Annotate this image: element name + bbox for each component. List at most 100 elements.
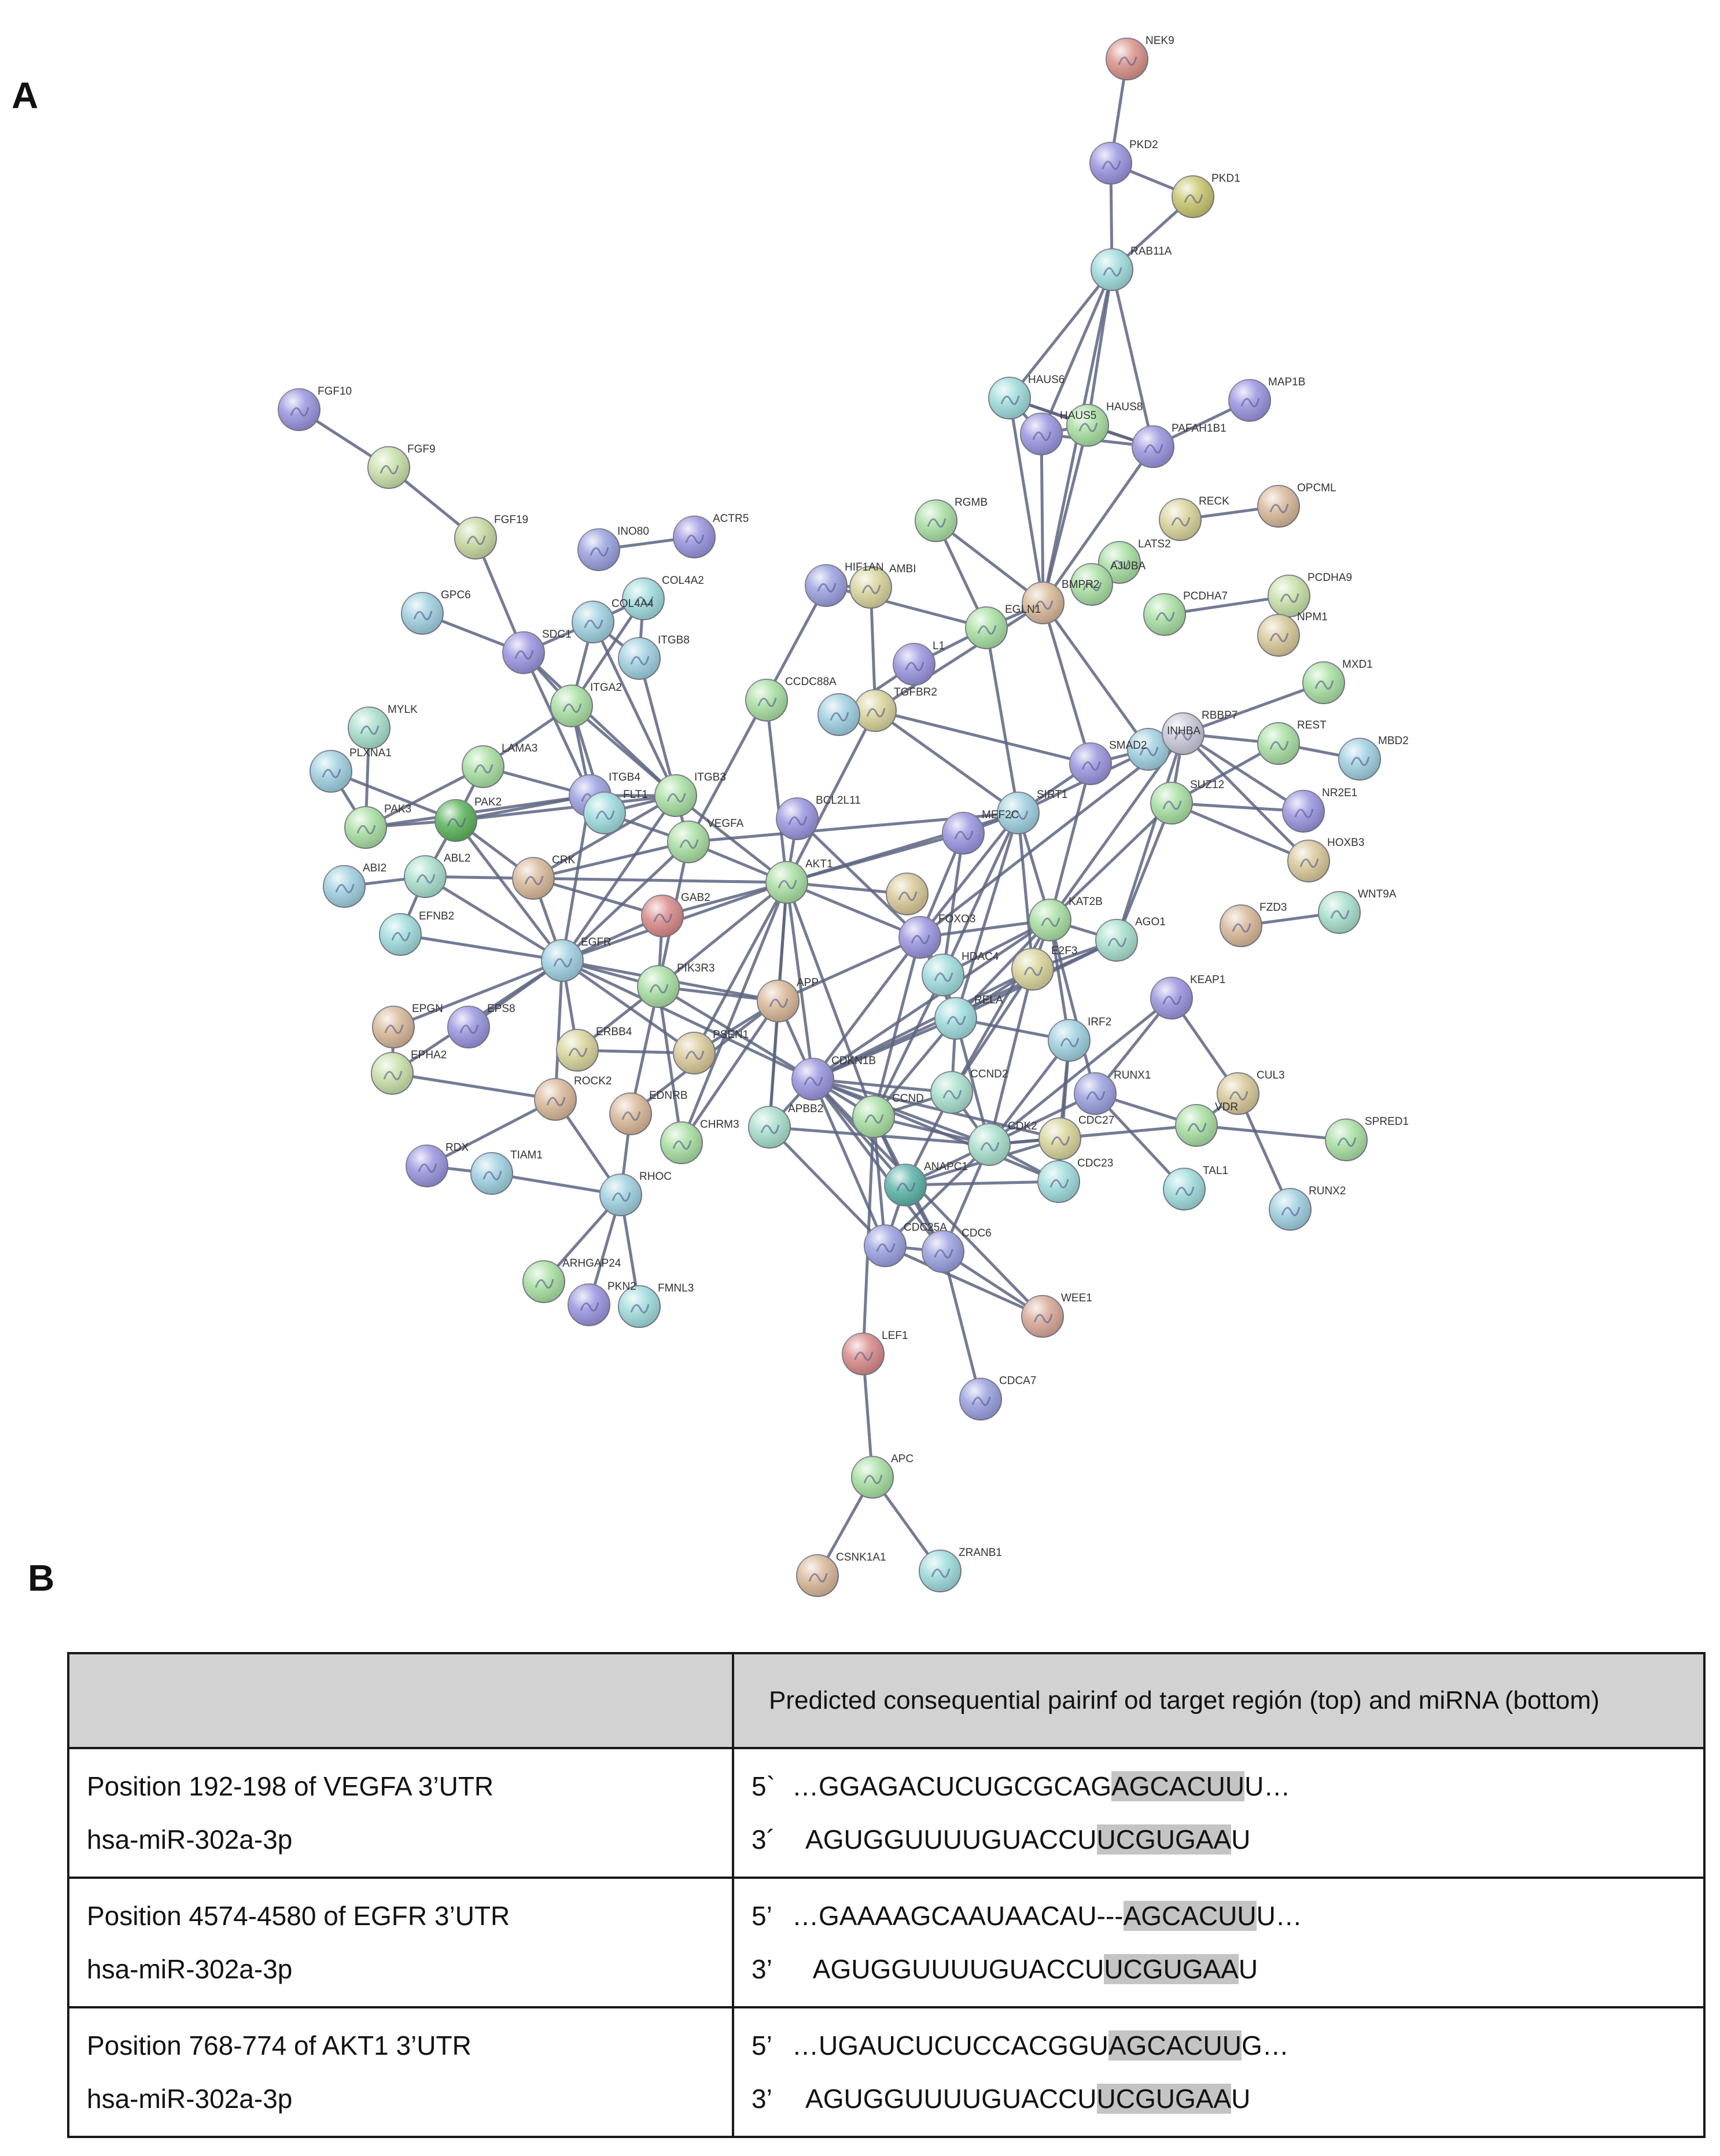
node-wee1[interactable] bbox=[1021, 1295, 1064, 1338]
node-kat2b[interactable] bbox=[1029, 899, 1071, 941]
node-node_x[interactable] bbox=[817, 693, 860, 736]
node-ccnd2[interactable] bbox=[930, 1071, 973, 1114]
node-fgf9[interactable] bbox=[367, 446, 410, 489]
node-flt1[interactable] bbox=[583, 792, 626, 834]
node-plxna1[interactable] bbox=[310, 750, 352, 793]
node-col4a4[interactable] bbox=[572, 601, 614, 643]
node-haus8[interactable] bbox=[1066, 404, 1109, 447]
node-app[interactable] bbox=[757, 980, 800, 1022]
node-haus5[interactable] bbox=[1020, 413, 1063, 455]
node-pak2[interactable] bbox=[434, 799, 477, 842]
node-cdc25a[interactable] bbox=[864, 1224, 907, 1267]
node-bcl2l11[interactable] bbox=[776, 797, 819, 840]
node-vhl[interactable] bbox=[893, 643, 935, 686]
node-zranb1[interactable] bbox=[919, 1550, 962, 1592]
node-rock2[interactable] bbox=[534, 1078, 577, 1121]
node-epha2[interactable] bbox=[371, 1052, 414, 1095]
node-cdca7[interactable] bbox=[959, 1378, 1002, 1421]
node-keap1[interactable] bbox=[1150, 977, 1193, 1020]
node-node_y[interactable] bbox=[886, 873, 929, 915]
node-fgf10[interactable] bbox=[278, 388, 321, 431]
node-ino80[interactable] bbox=[577, 528, 620, 571]
node-fzd3[interactable] bbox=[1220, 904, 1262, 947]
node-abi2[interactable] bbox=[323, 865, 366, 908]
node-smad2[interactable] bbox=[1069, 742, 1112, 785]
node-arhgap24[interactable] bbox=[522, 1260, 565, 1303]
node-vdr[interactable] bbox=[1175, 1104, 1218, 1147]
node-pcdha7[interactable] bbox=[1143, 593, 1186, 636]
node-mylk[interactable] bbox=[348, 707, 391, 749]
node-anapc1[interactable] bbox=[884, 1164, 927, 1206]
node-rab11a[interactable] bbox=[1091, 248, 1133, 291]
node-map1b[interactable] bbox=[1228, 379, 1271, 422]
node-actr5[interactable] bbox=[673, 516, 716, 558]
node-apc[interactable] bbox=[851, 1456, 894, 1499]
node-pkd1[interactable] bbox=[1172, 175, 1214, 218]
node-inhba[interactable] bbox=[1127, 728, 1170, 771]
node-ago1[interactable] bbox=[1095, 919, 1138, 962]
node-rhoc[interactable] bbox=[599, 1173, 642, 1216]
node-runx2[interactable] bbox=[1269, 1188, 1312, 1231]
node-col4a2[interactable] bbox=[622, 577, 665, 620]
node-ambi[interactable] bbox=[849, 566, 892, 609]
node-rdx[interactable] bbox=[406, 1145, 448, 1187]
node-abl2[interactable] bbox=[404, 855, 447, 898]
node-vegfa[interactable] bbox=[667, 821, 710, 863]
node-pkd2[interactable] bbox=[1089, 142, 1132, 185]
node-hdac4[interactable] bbox=[922, 954, 964, 996]
node-spred1[interactable] bbox=[1325, 1119, 1368, 1161]
node-irf2[interactable] bbox=[1048, 1019, 1091, 1062]
node-e2f3[interactable] bbox=[1011, 948, 1054, 991]
node-tgfbr2[interactable] bbox=[854, 689, 897, 732]
node-crk[interactable] bbox=[512, 857, 555, 900]
node-haus6[interactable] bbox=[988, 377, 1031, 420]
node-rest[interactable] bbox=[1257, 722, 1300, 765]
node-ajuba[interactable] bbox=[1070, 563, 1113, 606]
node-fgf19[interactable] bbox=[454, 517, 497, 560]
node-ednrb[interactable] bbox=[609, 1092, 652, 1135]
node-tiam1[interactable] bbox=[470, 1152, 513, 1195]
node-sirt1[interactable] bbox=[997, 792, 1040, 834]
node-cdc6[interactable] bbox=[922, 1230, 964, 1273]
node-bmpr2[interactable] bbox=[1022, 582, 1065, 624]
node-cul3[interactable] bbox=[1217, 1072, 1259, 1115]
node-mef2c[interactable] bbox=[942, 812, 985, 855]
node-ccnd1[interactable] bbox=[852, 1095, 895, 1138]
node-itga2[interactable] bbox=[550, 685, 593, 727]
node-cdc27[interactable] bbox=[1038, 1117, 1081, 1160]
node-sdc1[interactable] bbox=[502, 631, 545, 674]
node-eps8[interactable] bbox=[447, 1006, 490, 1048]
node-apbb2[interactable] bbox=[748, 1106, 791, 1149]
node-nr2e1[interactable] bbox=[1282, 790, 1325, 833]
node-suz12[interactable] bbox=[1150, 782, 1193, 825]
node-reck[interactable] bbox=[1159, 498, 1202, 541]
node-hif1an[interactable] bbox=[805, 564, 848, 607]
node-itgb3[interactable] bbox=[654, 774, 697, 817]
node-egln1[interactable] bbox=[965, 606, 1008, 649]
node-pcdha9[interactable] bbox=[1268, 575, 1310, 617]
node-runx1[interactable] bbox=[1074, 1072, 1117, 1115]
node-wnt9a[interactable] bbox=[1318, 891, 1361, 934]
node-itgb8[interactable] bbox=[618, 637, 661, 680]
node-epgn[interactable] bbox=[372, 1006, 415, 1048]
node-fmnl3[interactable] bbox=[618, 1285, 661, 1328]
node-csnk1a1[interactable] bbox=[796, 1554, 839, 1597]
node-npm1[interactable] bbox=[1257, 614, 1300, 657]
node-nek9[interactable] bbox=[1106, 38, 1148, 80]
node-foxo3[interactable] bbox=[898, 916, 941, 959]
node-chrm3[interactable] bbox=[660, 1121, 703, 1164]
node-efnb2[interactable] bbox=[379, 913, 422, 956]
node-pafah1b1[interactable] bbox=[1132, 425, 1174, 468]
node-tal1[interactable] bbox=[1163, 1168, 1206, 1211]
node-mxd1[interactable] bbox=[1302, 661, 1345, 704]
node-lef1[interactable] bbox=[842, 1333, 885, 1375]
node-psen1[interactable] bbox=[673, 1032, 716, 1075]
node-lama3[interactable] bbox=[462, 745, 504, 788]
node-egfr[interactable] bbox=[541, 939, 584, 982]
node-rbbp7[interactable] bbox=[1162, 712, 1205, 755]
node-erbb4[interactable] bbox=[556, 1029, 599, 1072]
node-cdc23[interactable] bbox=[1037, 1160, 1080, 1203]
node-mbd2[interactable] bbox=[1338, 738, 1381, 781]
node-cdk2[interactable] bbox=[968, 1123, 1011, 1166]
node-opcml[interactable] bbox=[1257, 485, 1300, 528]
